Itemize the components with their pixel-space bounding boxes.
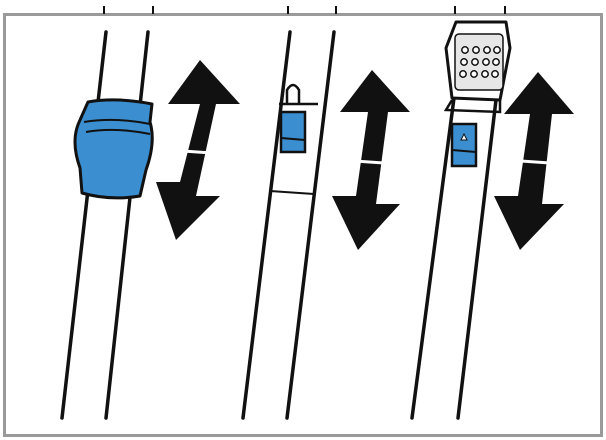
panel-button-grip [410,20,574,420]
top-tick-marks [103,6,506,14]
panel-twist-collar [60,30,240,420]
tube-seam [269,190,315,195]
panel-slide-latch [241,30,410,420]
double-arrow-vertical-icon [494,72,574,250]
double-arrow-vertical-icon [332,70,410,250]
pole-tube [60,30,150,420]
slide-latch-icon [279,83,318,154]
pole-tube [410,96,498,420]
perforated-grip-icon [443,20,512,114]
double-arrow-vertical-icon [156,60,240,240]
twist-collar-icon [73,98,154,200]
release-button-icon [450,122,478,168]
pole-tube [241,30,336,420]
